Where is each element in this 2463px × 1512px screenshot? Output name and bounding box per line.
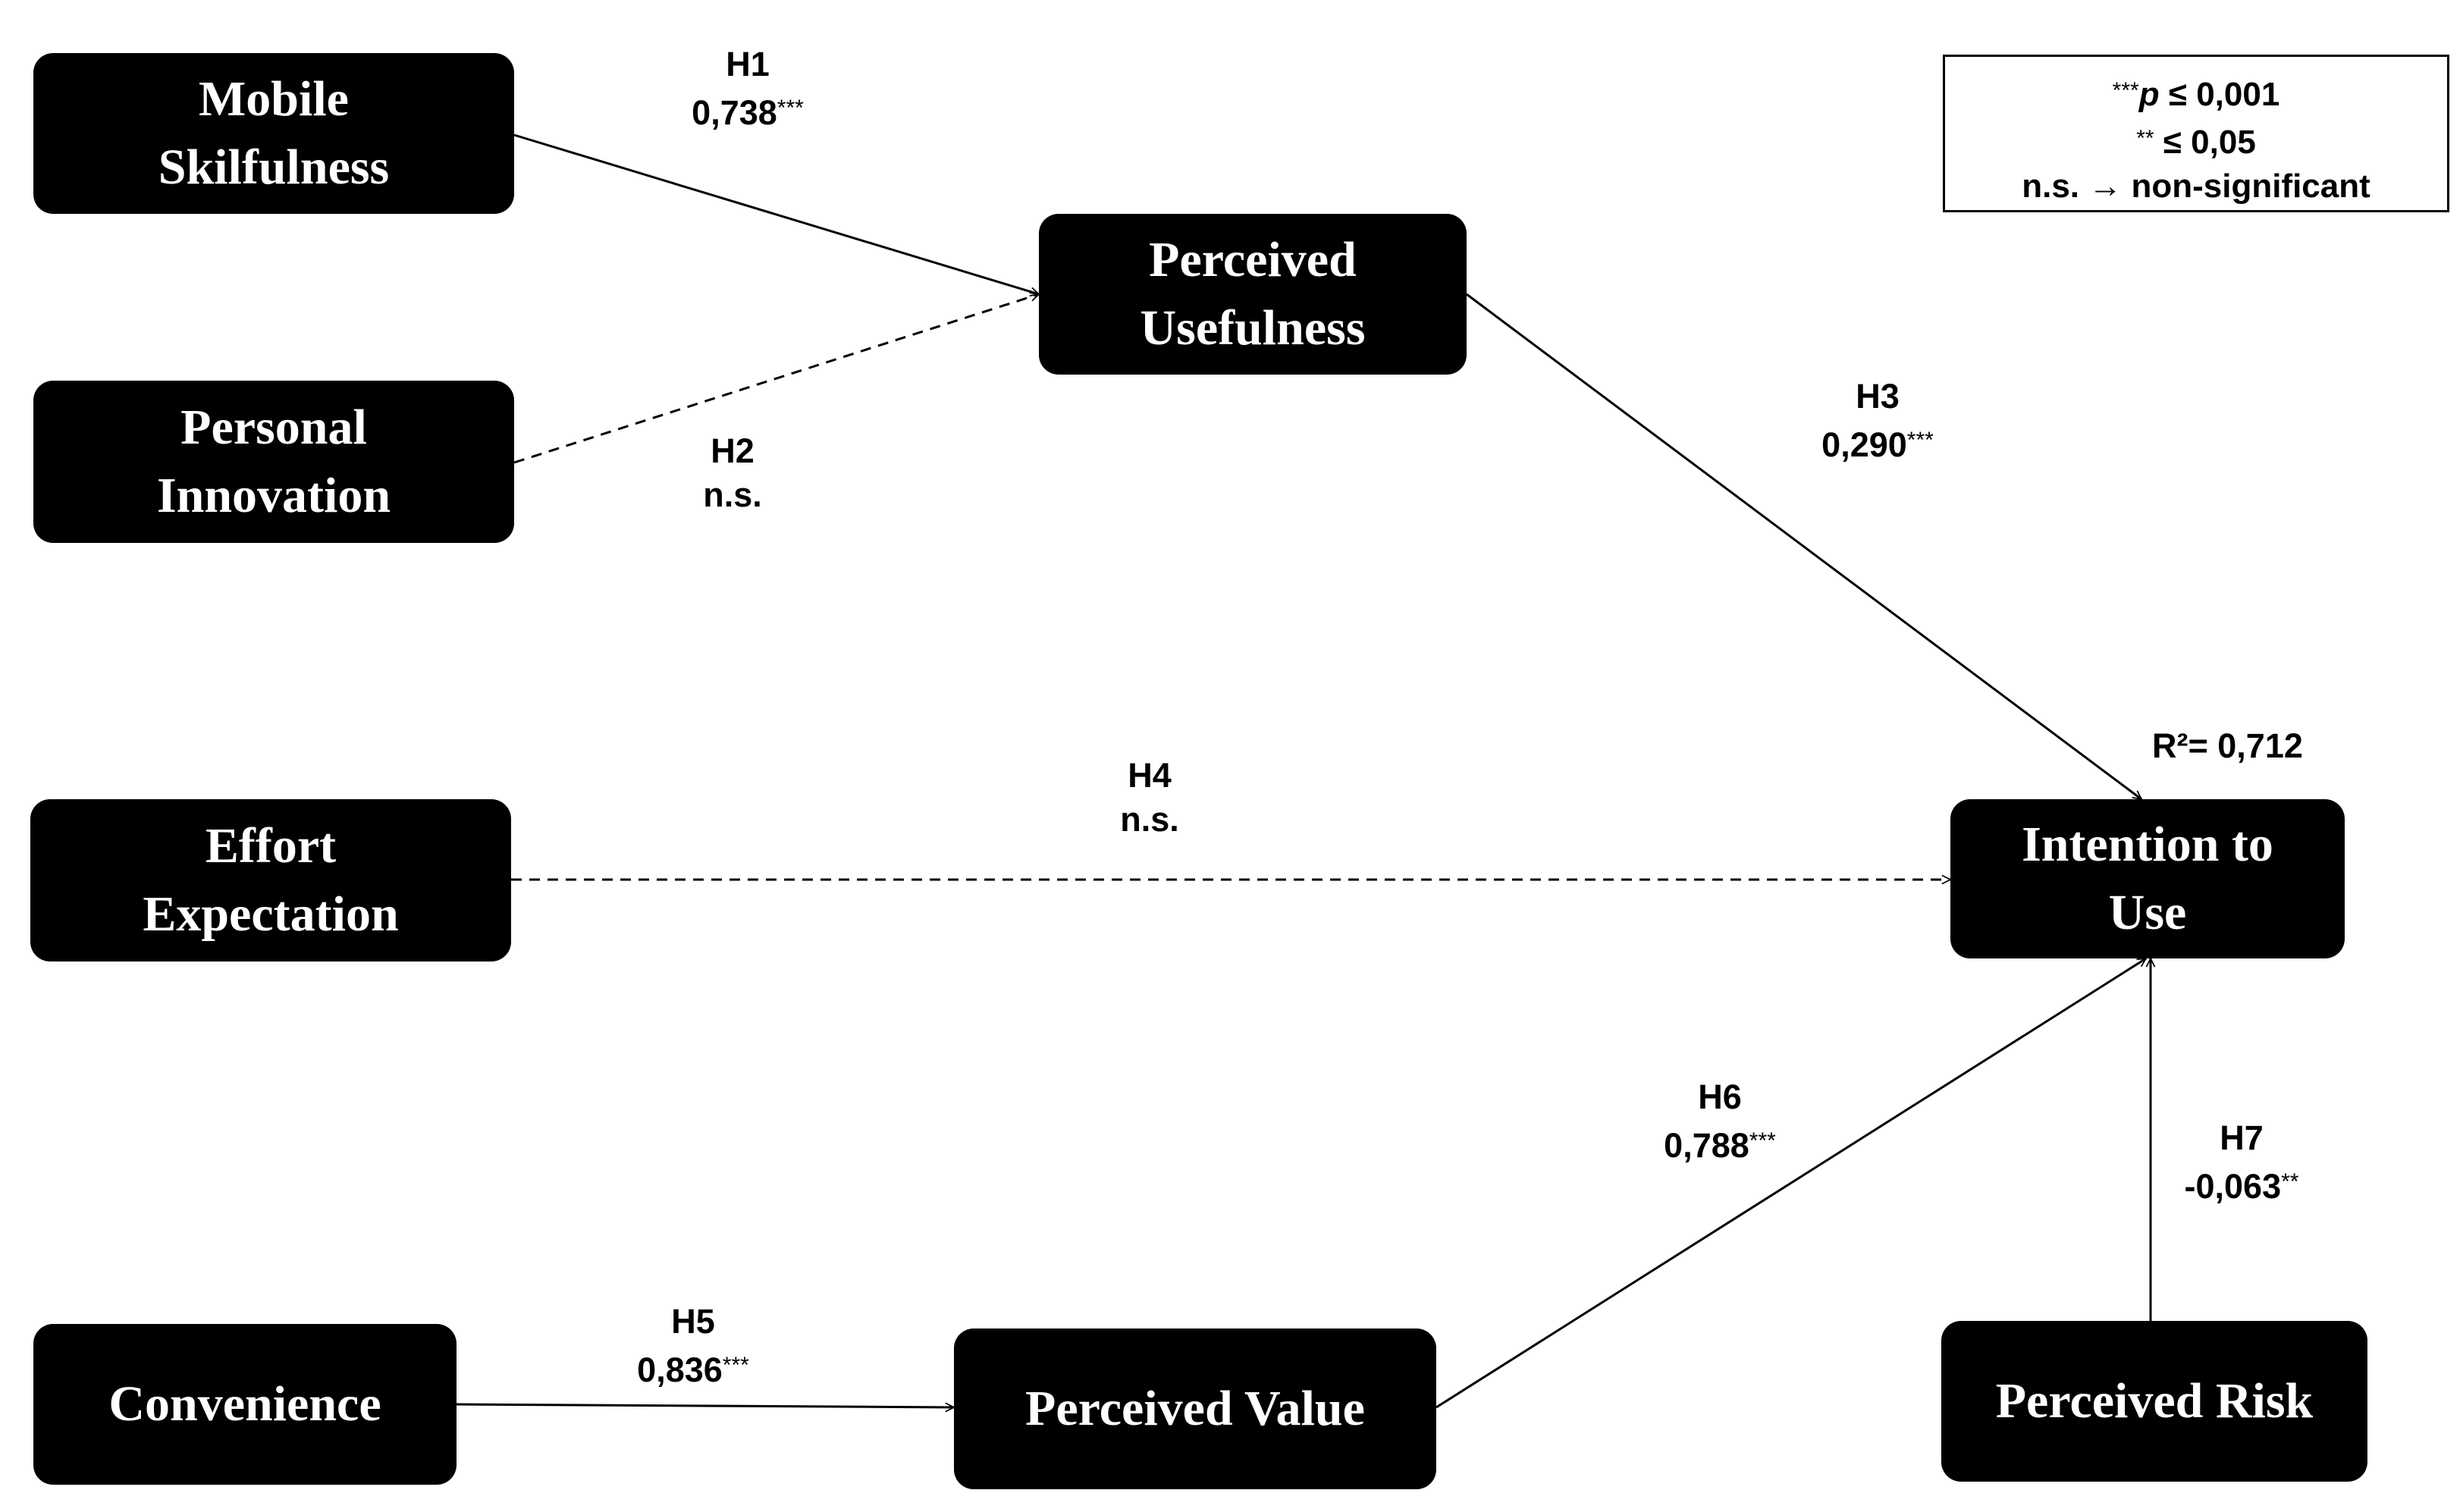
coefficient-value: n.s. xyxy=(1120,800,1179,839)
significance-stars: *** xyxy=(777,96,804,121)
legend-line-2: ** ≤ 0,05 xyxy=(1945,117,2447,165)
node-label-line: Expectation xyxy=(143,886,399,942)
legend-threshold: ≤ 0,05 xyxy=(2154,124,2256,161)
coefficient-value: 0,290 xyxy=(1821,425,1907,464)
hypothesis-id: H3 xyxy=(1856,377,1900,416)
legend-line-1: ***p ≤ 0,001 xyxy=(1945,69,2447,117)
hypothesis-id: H4 xyxy=(1128,756,1172,795)
node-label-line: Intention to xyxy=(2022,817,2273,872)
path-label-h5: H5 0,836*** xyxy=(637,1300,749,1392)
hypothesis-id: H5 xyxy=(671,1302,715,1341)
path-label-h6: H6 0,788*** xyxy=(1664,1075,1776,1168)
r-squared-label: R²= 0,712 xyxy=(2152,726,2303,765)
node-intention-to-use: Intention to Use xyxy=(1950,799,2345,958)
node-label-line: Use xyxy=(2108,885,2187,940)
node-label-line: Personal xyxy=(180,400,367,455)
path-line-h6 xyxy=(1435,957,2146,1409)
legend-p-symbol: p xyxy=(2138,76,2160,113)
node-label-line: Innovation xyxy=(156,468,391,523)
coefficient-value: n.s. xyxy=(703,475,762,514)
node-label-line: Convenience xyxy=(108,1376,381,1432)
node-label-line: Perceived Risk xyxy=(1995,1373,2314,1429)
hypothesis-id: H2 xyxy=(711,431,755,470)
hypothesis-id: H6 xyxy=(1698,1078,1742,1116)
coefficient-value: 0,738 xyxy=(692,93,777,132)
node-label-line: Effort xyxy=(205,818,337,874)
path-label-h4: H4 n.s. xyxy=(1120,754,1179,842)
coefficient-value: 0,836 xyxy=(637,1350,723,1389)
legend-threshold: ≤ 0,001 xyxy=(2159,76,2280,113)
significance-stars: ** xyxy=(2281,1169,2299,1194)
node-label-line: Usefulness xyxy=(1140,300,1366,356)
path-label-h7: H7 -0,063** xyxy=(2185,1116,2299,1209)
legend-stars: ** xyxy=(2136,126,2154,151)
path-line-h1 xyxy=(513,133,1039,294)
node-label-line: Mobile xyxy=(199,71,349,127)
legend-line-3: n.s. → non-significant xyxy=(2022,168,2370,205)
path-line-h2 xyxy=(513,294,1039,464)
node-label-line: Skilfulness xyxy=(158,140,390,195)
coefficient-value: 0,788 xyxy=(1664,1126,1749,1165)
node-label-line: Perceived Value xyxy=(1025,1381,1365,1436)
node-convenience: Convenience xyxy=(33,1324,457,1485)
node-perceived-risk: Perceived Risk xyxy=(1941,1321,2367,1482)
path-label-h2: H2 n.s. xyxy=(703,429,762,517)
hypothesis-id: H1 xyxy=(726,45,770,83)
significance-stars: *** xyxy=(1749,1128,1776,1153)
legend-stars: *** xyxy=(2112,78,2139,103)
path-label-h1: H1 0,738*** xyxy=(692,42,804,135)
coefficient-value: -0,063 xyxy=(2184,1167,2282,1206)
node-label-line: Perceived xyxy=(1149,232,1357,287)
path-line-h3 xyxy=(1466,293,2141,801)
hypothesis-id: H7 xyxy=(2220,1118,2264,1157)
node-perceived-value: Perceived Value xyxy=(954,1328,1436,1489)
significance-legend: ***p ≤ 0,001 ** ≤ 0,05 n.s. → non-signif… xyxy=(1943,55,2449,212)
significance-stars: *** xyxy=(722,1353,749,1378)
path-label-h3: H3 0,290*** xyxy=(1821,375,1934,467)
significance-stars: *** xyxy=(1906,428,1934,453)
path-line-h5 xyxy=(456,1404,954,1407)
